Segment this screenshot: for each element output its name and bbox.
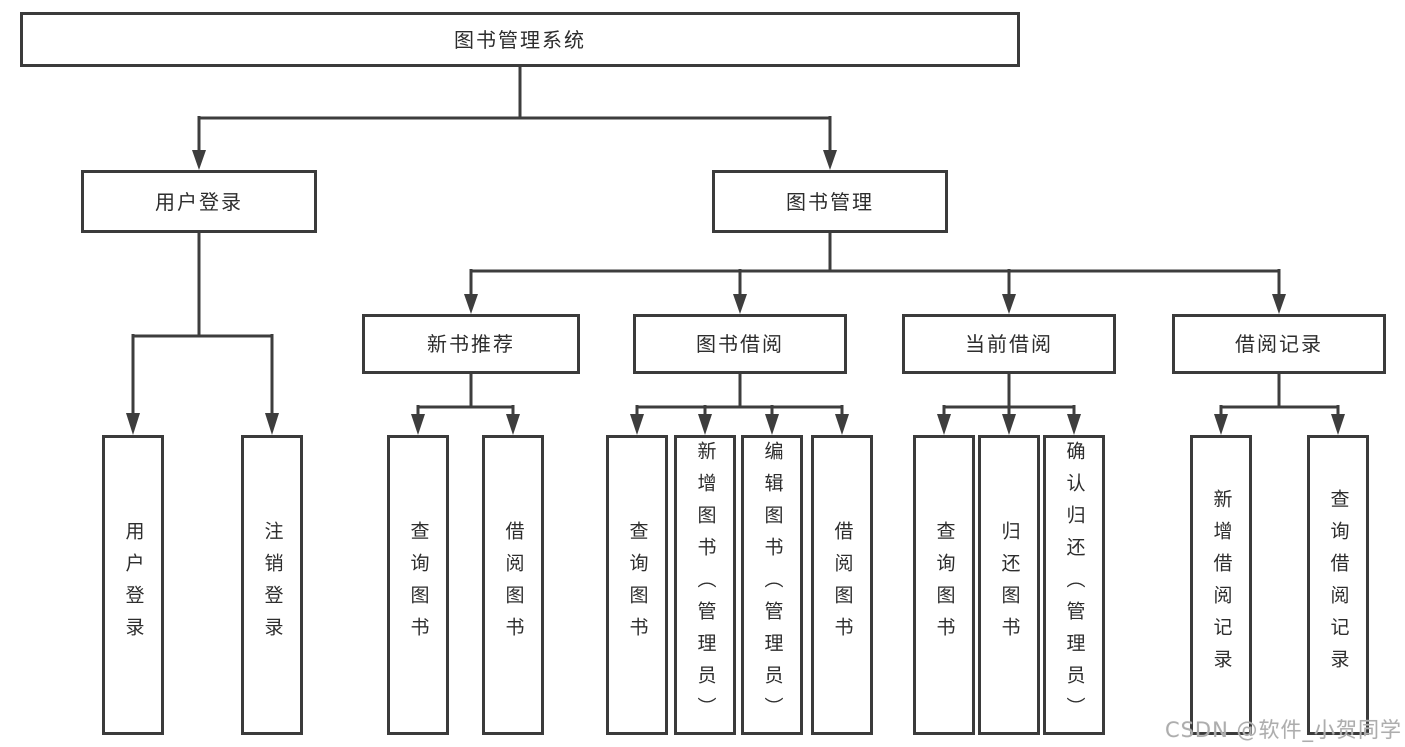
node-library-management-system: 图书管理系统 <box>20 12 1020 67</box>
leaf-borrow-books-recommend: 借阅图书 <box>482 435 544 735</box>
node-new-book-recommendation: 新书推荐 <box>362 314 580 374</box>
leaf-query-borrow-record: 查询借阅记录 <box>1307 435 1369 735</box>
node-user-login: 用户登录 <box>81 170 317 233</box>
leaf-add-books-admin: 新增图书（管理员） <box>674 435 736 735</box>
leaf-query-books-current: 查询图书 <box>913 435 975 735</box>
node-book-management: 图书管理 <box>712 170 948 233</box>
node-borrowing-records: 借阅记录 <box>1172 314 1386 374</box>
node-book-borrowing: 图书借阅 <box>633 314 847 374</box>
leaf-user-login: 用户登录 <box>102 435 164 735</box>
csdn-watermark: CSDN @软件_小贺同学 <box>1164 718 1402 742</box>
leaf-edit-books-admin: 编辑图书（管理员） <box>741 435 803 735</box>
leaf-return-books: 归还图书 <box>978 435 1040 735</box>
node-current-borrowing: 当前借阅 <box>902 314 1116 374</box>
leaf-logout: 注销登录 <box>241 435 303 735</box>
leaf-add-borrow-record: 新增借阅记录 <box>1190 435 1252 735</box>
leaf-borrow-books-borrowing: 借阅图书 <box>811 435 873 735</box>
leaf-query-books-borrowing: 查询图书 <box>606 435 668 735</box>
leaf-confirm-return-admin: 确认归还（管理员） <box>1043 435 1105 735</box>
leaf-query-books-recommend: 查询图书 <box>387 435 449 735</box>
